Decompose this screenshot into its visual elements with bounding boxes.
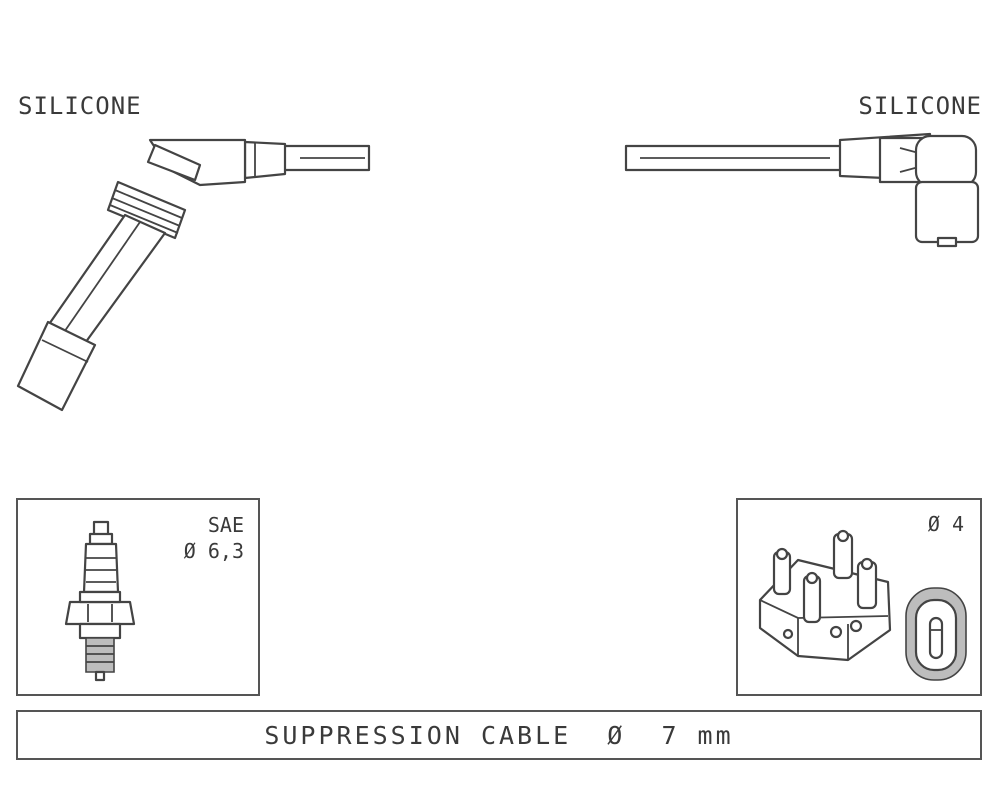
cable-drawing xyxy=(16,132,980,412)
spark-plug-icon xyxy=(64,520,136,682)
right-angled-boot xyxy=(624,132,980,248)
cable-spec-box: SUPPRESSION CABLE Ø 7 mm xyxy=(16,710,982,760)
terminal-spec: SAE Ø 6,3 xyxy=(184,512,244,564)
ignition-coil-terminal-box: Ø 4 xyxy=(736,498,982,696)
terminal-standard: SAE xyxy=(207,513,244,537)
spark-plug-terminal-box: SAE Ø 6,3 xyxy=(16,498,260,696)
left-material-label: SILICONE xyxy=(18,92,142,120)
ignition-coil-icon xyxy=(758,529,967,681)
terminal-diameter: Ø 6,3 xyxy=(183,539,244,563)
cable-spec-text: SUPPRESSION CABLE Ø 7 mm xyxy=(264,720,734,750)
right-material-label: SILICONE xyxy=(858,92,982,120)
left-angled-boot xyxy=(16,138,371,412)
coil-terminal-diameter: Ø 4 xyxy=(927,512,964,536)
